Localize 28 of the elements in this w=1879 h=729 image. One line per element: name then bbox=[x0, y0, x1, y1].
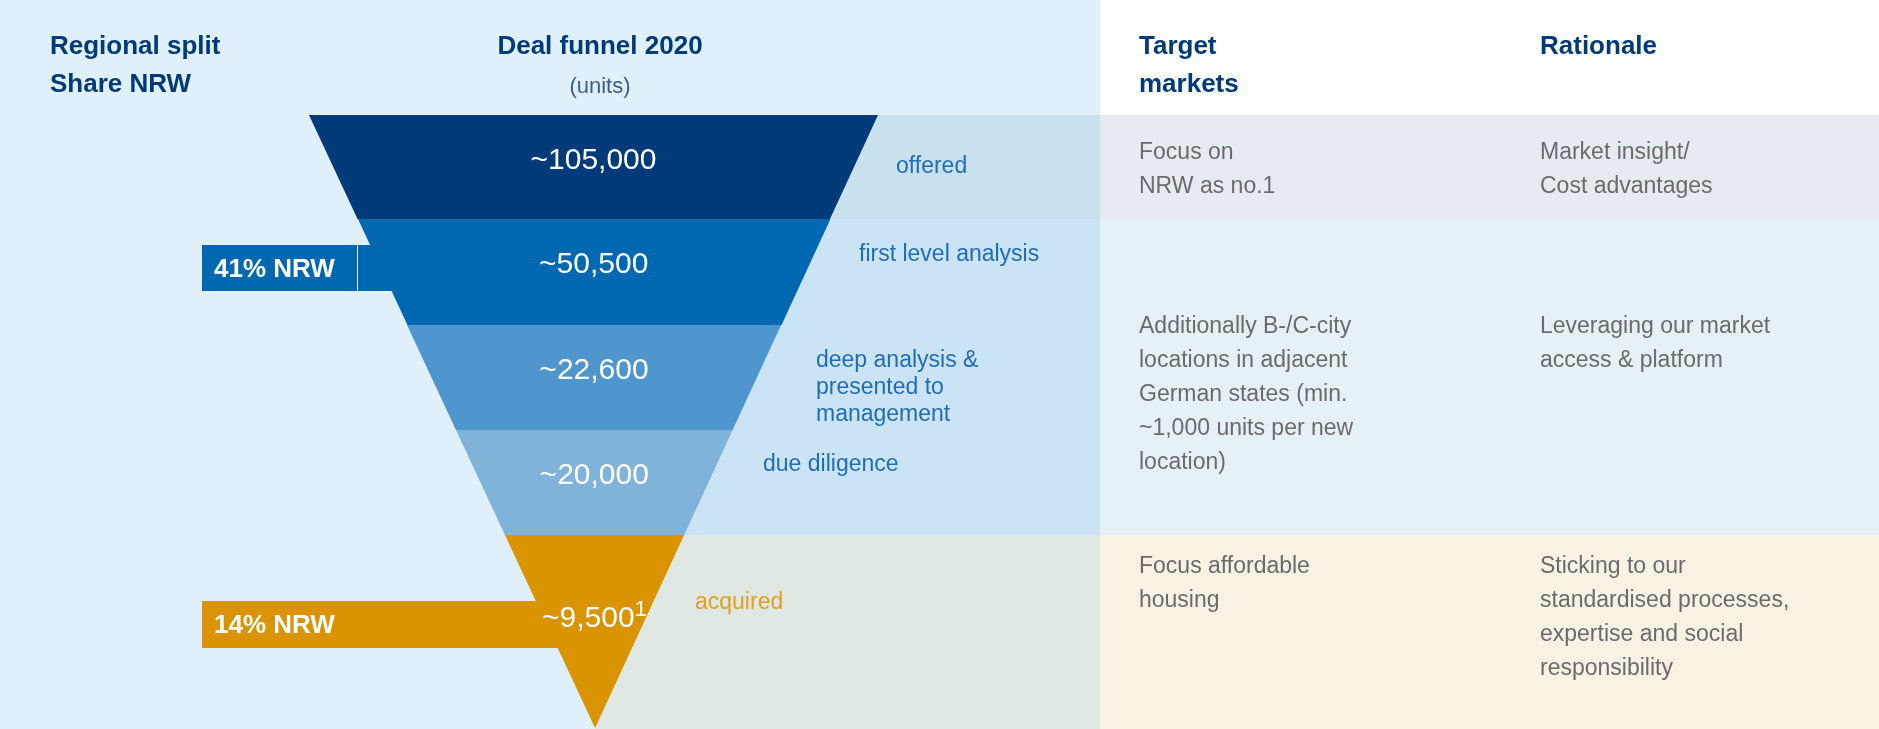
table-cell-text: Sticking to our standardised processes, expertise and social responsibility bbox=[1540, 551, 1791, 682]
table-cell-text: Leveraging our market access & platform bbox=[1540, 311, 1772, 374]
funnel-stage bbox=[455, 430, 733, 535]
stage-label: acquired bbox=[695, 588, 785, 615]
funnel-stage bbox=[406, 325, 782, 430]
funnel-stage bbox=[357, 219, 830, 325]
stage-value: ~9,500$^{1}$ bbox=[541, 600, 648, 633]
stage-label: deep analysis & presented to management bbox=[816, 346, 980, 427]
funnel-stage bbox=[309, 115, 878, 219]
table-cell-text: Market insight/ Cost advantages bbox=[1540, 137, 1714, 200]
stage-value: ~50,500 bbox=[539, 246, 649, 279]
table-cell-text: Additionally B-/C-city locations in adjacent German states (min. ~1,000 units per new location) bbox=[1139, 311, 1355, 476]
column-heading: Rationale bbox=[1540, 29, 1659, 62]
share-tag: 14% NRW bbox=[202, 601, 505, 648]
stage-value: ~22,600 bbox=[539, 352, 649, 385]
stage-label: first level analysis bbox=[859, 240, 1041, 267]
stage-value: ~105,000 bbox=[530, 142, 657, 175]
stage-label: due diligence bbox=[763, 450, 900, 477]
unit-note: (units) bbox=[568, 72, 632, 100]
stage-value: ~20,000 bbox=[539, 457, 649, 490]
share-tag: 41% NRW bbox=[202, 245, 357, 291]
column-heading: Regional split Share NRW bbox=[50, 29, 222, 100]
diagram-title: Deal funnel 2020 bbox=[496, 29, 704, 62]
table-cell-text: Focus on NRW as no.1 bbox=[1139, 137, 1277, 200]
table-cell-text: Focus affordable housing bbox=[1139, 551, 1311, 614]
stage-label: offered bbox=[896, 152, 969, 179]
funnel-stage bbox=[504, 535, 685, 728]
column-heading: Target markets bbox=[1139, 29, 1240, 100]
